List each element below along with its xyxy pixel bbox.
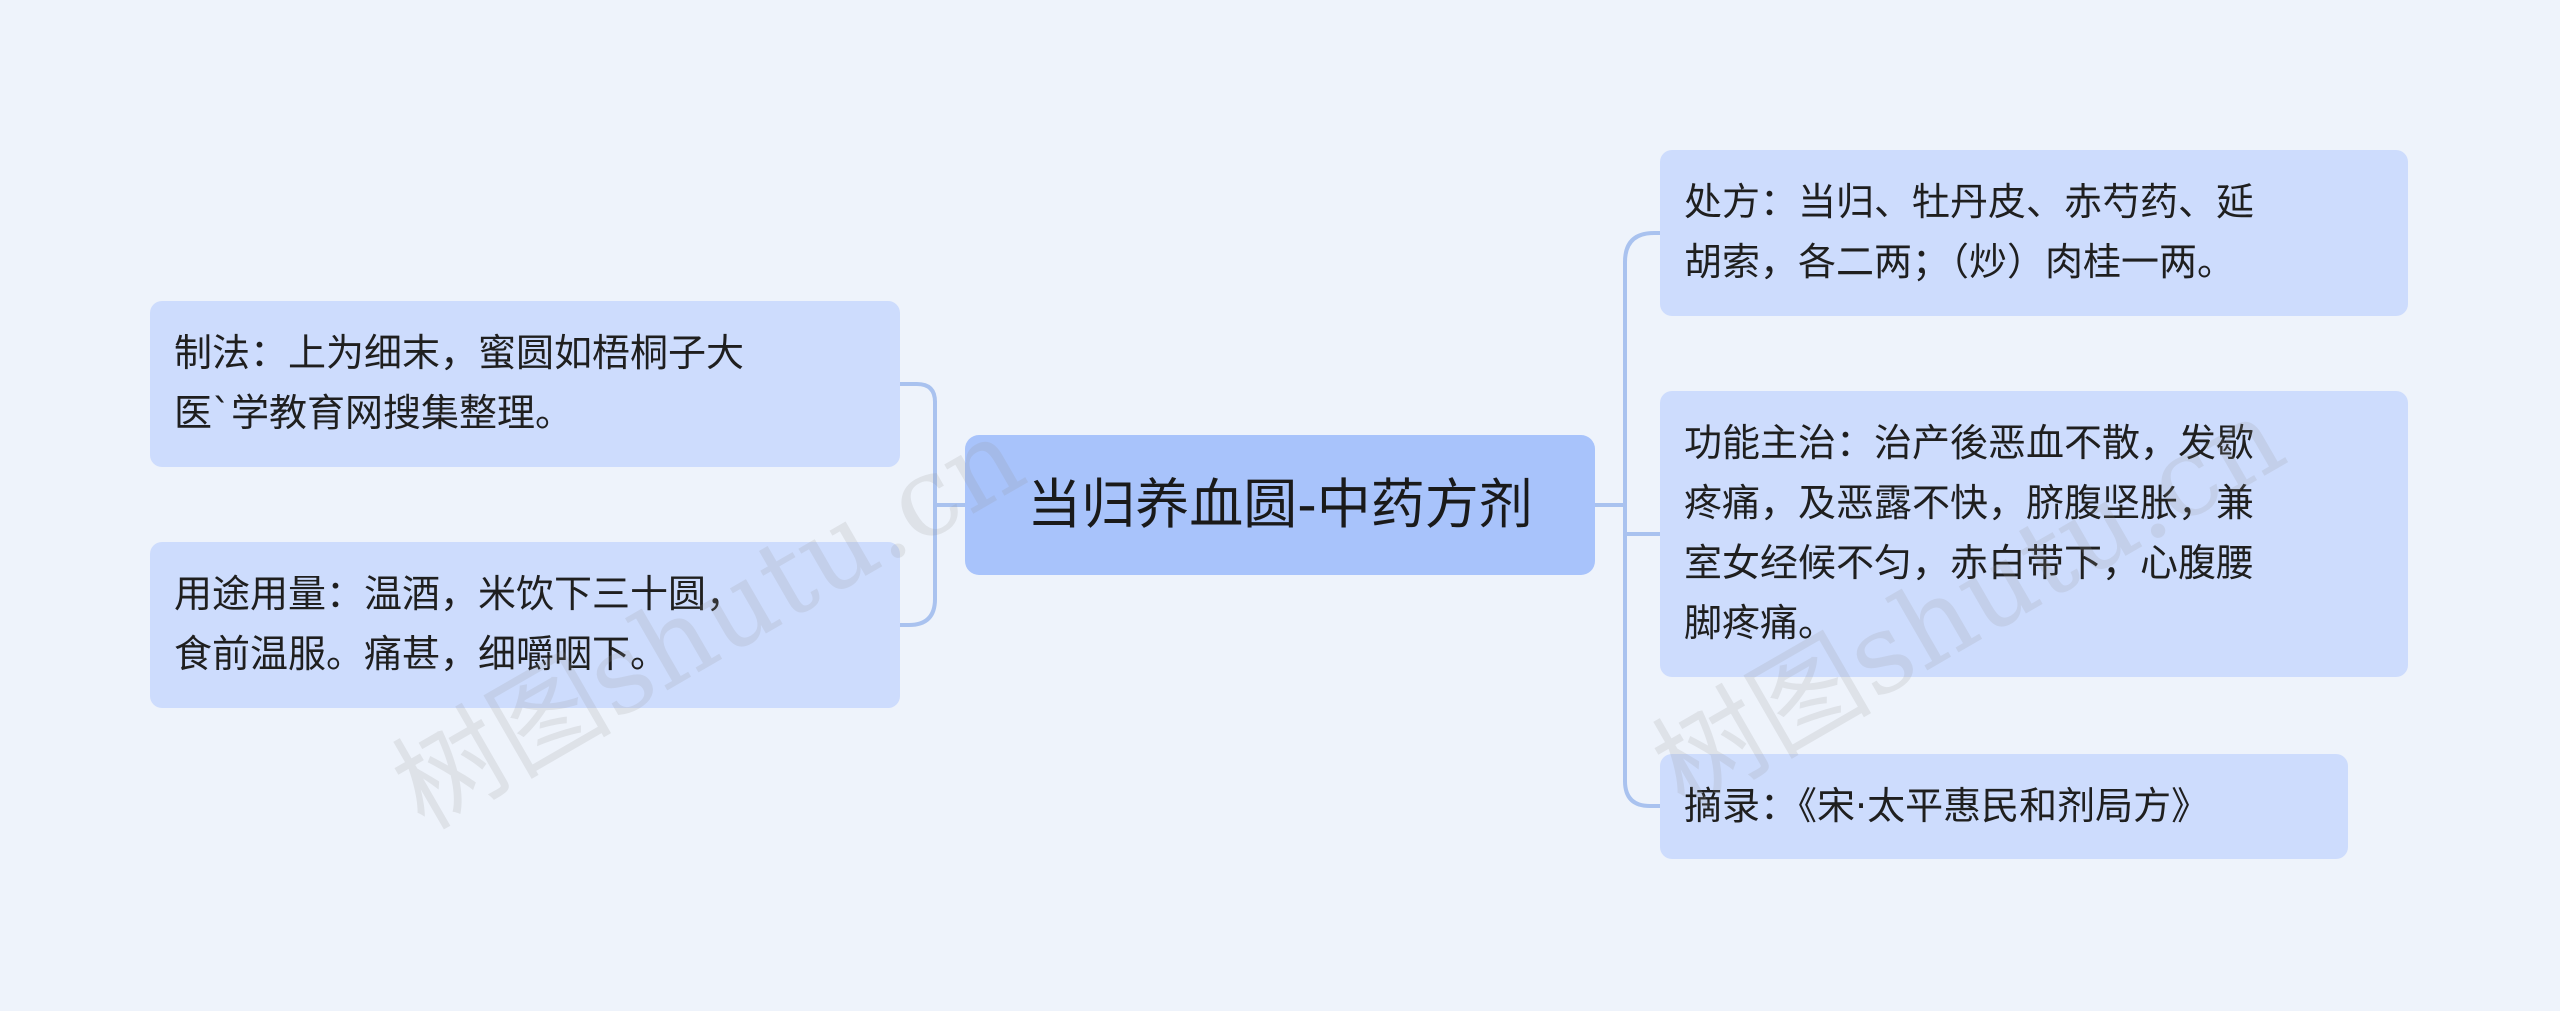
connector-to-yongtu (898, 597, 937, 627)
topic-zhailu[interactable]: 摘录：《宋·太平惠民和剂局方》 (1660, 754, 2348, 859)
topic-yongtu-line-1: 用途用量：温酒，米饮下三十圆， (174, 572, 745, 616)
topic-zhifa[interactable]: 制法：上为细末，蜜圆如梧桐子大 医`学教育网搜集整理。 (150, 301, 900, 467)
topic-gongneng-line-4: 脚疼痛。 (1684, 601, 1837, 645)
topic-zhailu-line-1: 摘录：《宋·太平惠民和剂局方》 (1684, 784, 2210, 828)
topic-chufang-line-2: 胡索，各二两；（炒）肉桂一两。 (1684, 240, 2236, 284)
topic-yongtu-line-2: 食前温服。痛甚，细嚼咽下。 (174, 632, 669, 676)
topic-gongneng[interactable]: 功能主治：治产後恶血不散，发歇 疼痛，及恶露不快，脐腹坚胀，兼 室女经候不匀，赤… (1660, 391, 2408, 677)
topic-gongneng-line-3: 室女经候不匀，赤白带下，心腹腰 (1684, 541, 2255, 585)
root-topic-label: 当归养血圆-中药方剂 (1027, 473, 1533, 536)
connector-to-zhailu (1623, 779, 1662, 808)
topic-zhifa-line-1: 制法：上为细末，蜜圆如梧桐子大 (174, 331, 745, 375)
connector-to-chufang (1623, 231, 1662, 264)
topic-chufang[interactable]: 处方：当归、牡丹皮、赤芍药、延 胡索，各二两；（炒）肉桂一两。 (1660, 150, 2408, 316)
topic-gongneng-line-1: 功能主治：治产後恶血不散，发歇 (1684, 421, 2255, 465)
root-topic[interactable]: 当归养血圆-中药方剂 (965, 435, 1595, 575)
topic-zhifa-line-2: 医`学教育网搜集整理。 (174, 391, 574, 435)
topic-chufang-line-1: 处方：当归、牡丹皮、赤芍药、延 (1684, 180, 2255, 224)
topic-yongtu[interactable]: 用途用量：温酒，米饮下三十圆， 食前温服。痛甚，细嚼咽下。 (150, 542, 900, 708)
connector-to-zhifa (898, 382, 937, 404)
topic-gongneng-line-2: 疼痛，及恶露不快，脐腹坚胀，兼 (1684, 481, 2255, 525)
